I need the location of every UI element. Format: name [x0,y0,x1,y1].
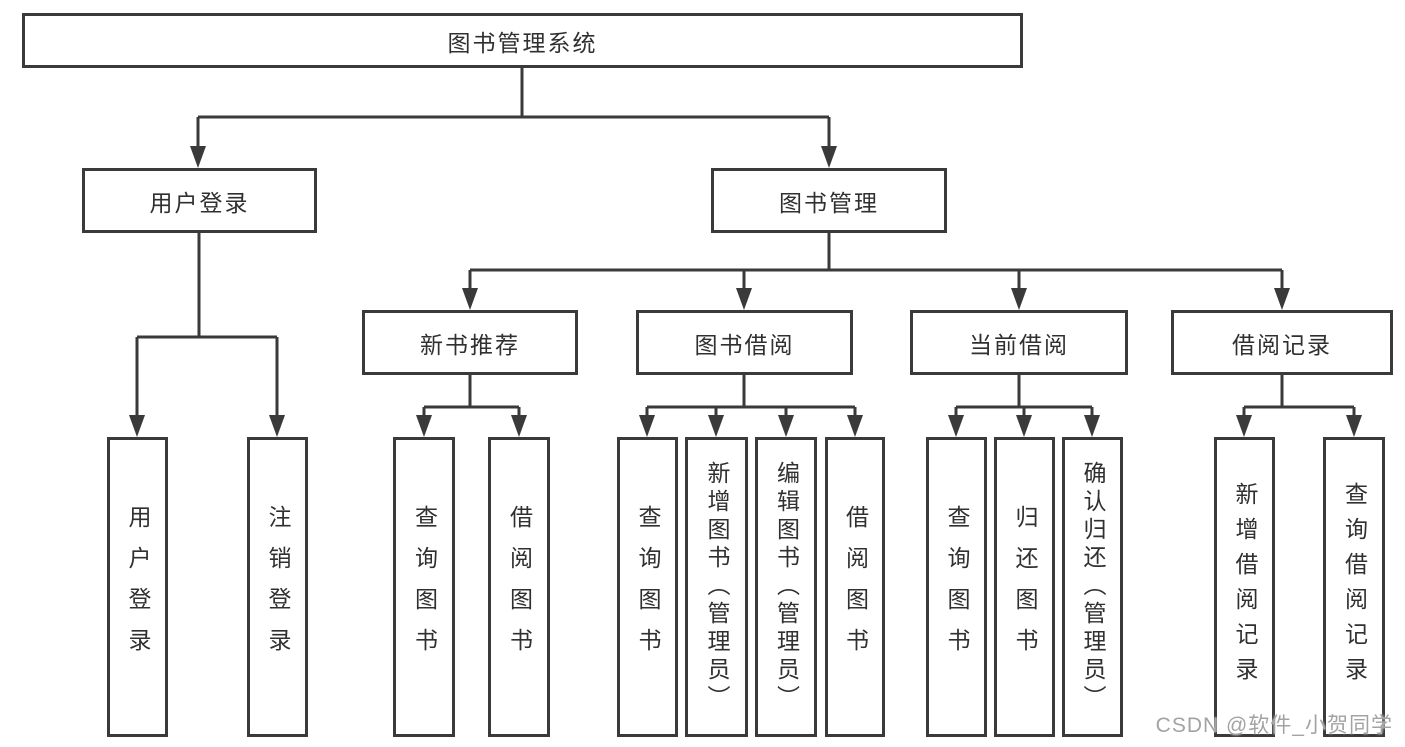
arrow-icon [511,415,527,437]
arrow-icon [948,415,964,437]
arrowheads [129,146,1362,437]
arrow-icon [416,415,432,437]
node-user-login: 用户登录 [82,168,317,233]
node-borrow-records-label: 借阅记录 [1232,331,1332,358]
arrow-icon [1274,288,1290,310]
arrow-icon [708,415,724,437]
leaf-query-books-borrow: 查询图书 [617,437,678,737]
node-book-management-label: 图书管理 [779,189,879,216]
node-book-borrow-label: 图书借阅 [694,331,795,358]
arrow-icon [462,288,478,310]
leaf-add-borrow-record: 新增借阅记录 [1214,437,1275,737]
arrow-icon [778,415,794,437]
leaf-query-borrow-record-label: 查询借阅记录 [1341,482,1368,692]
node-borrow-records: 借阅记录 [1171,310,1393,375]
leaf-query-books-current-label: 查询图书 [944,505,970,669]
arrow-icon [1011,288,1027,310]
leaf-return-books-label: 归还图书 [1012,505,1038,669]
node-new-book-recommend: 新书推荐 [362,310,578,375]
leaf-add-books-admin: 新增图书（管理员） [685,437,748,737]
leaf-borrow-books-recommend: 借阅图书 [488,437,550,737]
node-root-label: 图书管理系统 [447,29,598,56]
leaf-query-books-recommend: 查询图书 [393,437,455,737]
connector-root-to-level2 [196,68,831,148]
leaf-edit-books-admin: 编辑图书（管理员） [755,437,817,737]
connector-book-management-branch [468,233,1284,290]
node-book-management: 图书管理 [711,168,947,233]
leaf-borrow-books-recommend-label: 借阅图书 [506,505,533,669]
connector-borrow-records-branch [1242,375,1356,417]
leaf-add-borrow-record-label: 新增借阅记录 [1232,482,1258,692]
arrow-icon [1236,415,1252,437]
leaf-borrow-books-borrow-label: 借阅图书 [842,505,869,669]
leaf-query-borrow-record: 查询借阅记录 [1323,437,1385,737]
connector-user-login-branch [135,233,279,417]
arrow-icon [1084,415,1100,437]
leaf-add-books-admin-label: 新增图书（管理员） [704,461,730,713]
node-current-borrow-label: 当前借阅 [969,331,1069,358]
node-new-book-recommend-label: 新书推荐 [420,331,520,358]
arrow-icon [847,415,863,437]
arrow-icon [269,415,285,437]
leaf-user-login-label: 用户登录 [125,505,151,669]
node-root: 图书管理系统 [22,13,1023,68]
arrow-icon [1346,415,1362,437]
leaf-query-books-current: 查询图书 [926,437,987,737]
leaf-query-books-borrow-label: 查询图书 [635,505,661,669]
connector-new-book-branch [422,375,521,417]
leaf-edit-books-admin-label: 编辑图书（管理员） [773,461,800,713]
leaf-logout-label: 注销登录 [265,505,291,669]
node-current-borrow: 当前借阅 [910,310,1128,375]
arrow-icon [736,288,752,310]
arrow-icon [1016,415,1032,437]
connector-book-borrow-branch [645,375,857,417]
leaf-logout: 注销登录 [247,437,308,737]
watermark: CSDN @软件_小贺同学 [1155,714,1393,737]
arrow-icon [821,146,837,168]
leaf-query-books-recommend-label: 查询图书 [411,505,438,669]
leaf-user-login: 用户登录 [107,437,168,737]
leaf-borrow-books-borrow: 借阅图书 [825,437,885,737]
arrow-icon [639,415,655,437]
leaf-confirm-return-admin: 确认归还（管理员） [1062,437,1123,737]
node-user-login-label: 用户登录 [149,189,250,216]
arrow-icon [190,146,206,168]
leaf-confirm-return-admin-label: 确认归还（管理员） [1080,461,1106,713]
leaf-return-books: 归还图书 [994,437,1055,737]
arrow-icon [129,415,145,437]
connector-current-borrow-branch [954,375,1094,417]
node-book-borrow: 图书借阅 [636,310,853,375]
